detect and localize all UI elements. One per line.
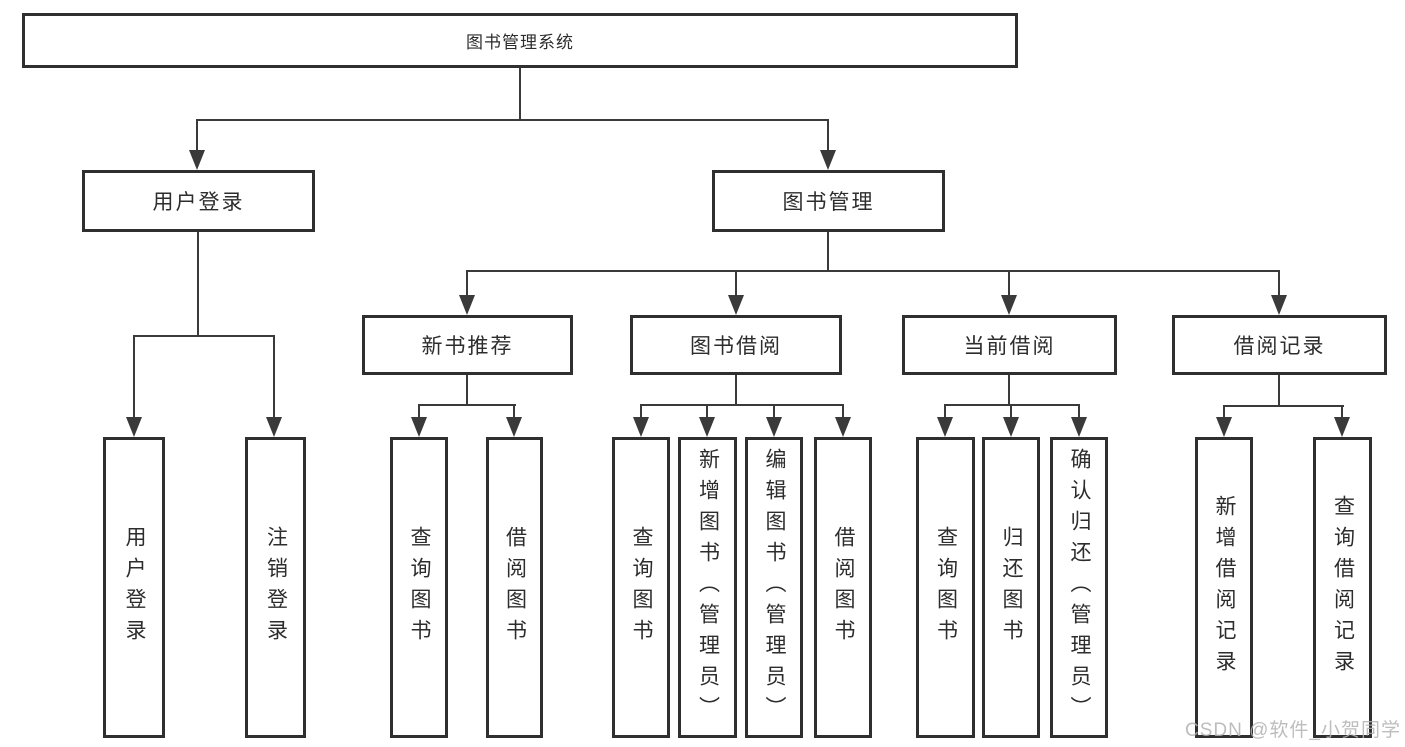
connector-vline [735, 270, 737, 298]
connector-vline [273, 335, 275, 421]
arrow-down-icon [1071, 417, 1087, 437]
leaf-user-login: 用户登录 [103, 437, 165, 738]
connector-vline [1278, 375, 1280, 407]
connector-vline [706, 404, 708, 421]
leaf-query-books-borrow: 查询图书 [612, 437, 670, 738]
connector-vline [640, 404, 642, 421]
leaf-add-books-admin: 新增图书（管理员） [678, 437, 737, 738]
leaf-confirm-return-admin: 确认归还（管理员） [1050, 437, 1108, 738]
arrow-down-icon [506, 417, 522, 437]
leaf-query-books-recommend: 查询图书 [390, 437, 448, 738]
leaf-borrow-books-recommend: 借阅图书 [486, 437, 543, 738]
connector-vline [1078, 404, 1080, 421]
arrow-down-icon [126, 417, 142, 437]
connector-vline [735, 375, 737, 406]
connector-vline [1278, 270, 1280, 298]
connector-hline [944, 404, 1080, 406]
connector-vline [513, 404, 515, 421]
arrow-down-icon [1001, 295, 1017, 315]
connector-hline [418, 404, 516, 406]
leaf-edit-books-admin: 编辑图书（管理员） [745, 437, 803, 738]
arrow-down-icon [1271, 295, 1287, 315]
node-book-management: 图书管理 [712, 170, 945, 232]
connector-hline [1223, 405, 1344, 407]
arrow-down-icon [1216, 417, 1232, 437]
node-borrowing-records: 借阅记录 [1172, 315, 1387, 375]
arrow-down-icon [766, 417, 782, 437]
arrow-down-icon [411, 417, 427, 437]
leaf-return-books: 归还图书 [982, 437, 1040, 738]
connector-hline [640, 404, 844, 406]
arrow-down-icon [1003, 417, 1019, 437]
connector-vline [1008, 270, 1010, 298]
connector-vline [519, 68, 521, 121]
connector-vline [466, 270, 468, 298]
connector-vline [827, 232, 829, 272]
connector-vline [944, 404, 946, 421]
leaf-borrow-books: 借阅图书 [814, 437, 872, 738]
connector-vline [196, 119, 198, 153]
leaf-add-borrow-record: 新增借阅记录 [1195, 437, 1253, 738]
watermark: CSDN @软件_小贺同学 [1185, 720, 1401, 741]
leaf-query-books-current: 查询图书 [916, 437, 975, 738]
connector-vline [133, 335, 135, 421]
connector-vline [773, 404, 775, 421]
arrow-down-icon [189, 150, 205, 170]
connector-vline [1008, 375, 1010, 406]
arrow-down-icon [937, 417, 953, 437]
arrow-down-icon [1334, 417, 1350, 437]
connector-vline [842, 404, 844, 421]
connector-hline [197, 119, 829, 121]
node-new-book-recommend: 新书推荐 [362, 315, 573, 375]
connector-vline [1010, 404, 1012, 421]
connector-vline [466, 375, 468, 406]
node-user-login: 用户登录 [82, 170, 315, 232]
leaf-logout: 注销登录 [245, 437, 306, 738]
arrow-down-icon [835, 417, 851, 437]
arrow-down-icon [699, 417, 715, 437]
connector-hline [466, 270, 1280, 272]
arrow-down-icon [728, 295, 744, 315]
arrow-down-icon [633, 417, 649, 437]
arrow-down-icon [820, 150, 836, 170]
arrow-down-icon [459, 295, 475, 315]
connector-vline [197, 232, 199, 337]
arrow-down-icon [266, 417, 282, 437]
connector-vline [1341, 405, 1343, 421]
node-current-borrowing: 当前借阅 [902, 315, 1117, 375]
connector-vline [1223, 405, 1225, 421]
connector-vline [418, 404, 420, 421]
connector-vline [827, 119, 829, 153]
connector-hline [133, 335, 275, 337]
node-book-borrowing: 图书借阅 [630, 315, 842, 375]
node-root-book-management-system: 图书管理系统 [22, 13, 1018, 68]
leaf-query-borrow-record: 查询借阅记录 [1313, 437, 1372, 738]
